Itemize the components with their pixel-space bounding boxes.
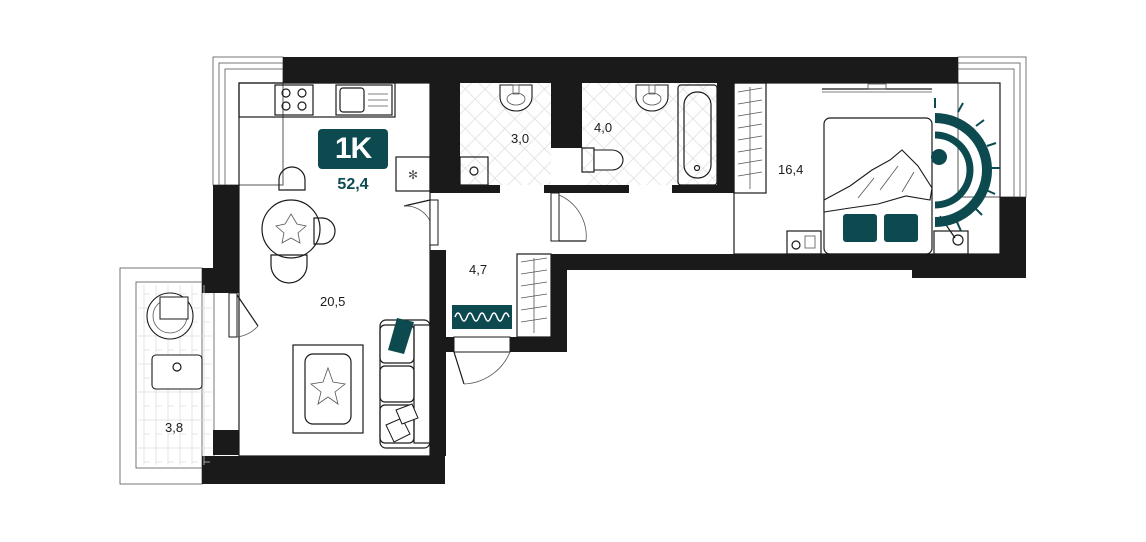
bathroom-2-fixtures — [581, 84, 718, 186]
entrance-door[interactable] — [453, 336, 511, 385]
tv-console — [822, 83, 932, 93]
kitchen-counter — [238, 82, 396, 118]
svg-text:✻: ✻ — [408, 168, 418, 182]
sofa — [379, 318, 431, 449]
balcony-furniture — [146, 292, 203, 390]
area-label-bathroom-1: 3,0 — [511, 131, 529, 146]
balcony-door[interactable] — [228, 292, 259, 338]
total-area: 52,4 — [337, 176, 369, 193]
area-label-living-kitchen: 20,5 — [320, 294, 345, 309]
bedroom-rug — [931, 98, 1000, 232]
area-label-bedroom: 16,4 — [778, 162, 803, 177]
fridge: ✻ — [395, 156, 431, 192]
walls — [202, 57, 1026, 484]
hallway-mat — [452, 305, 512, 329]
area-label-hallway: 4,7 — [469, 262, 487, 277]
wardrobe-hallway — [516, 253, 552, 338]
bathroom-1-fixtures — [459, 84, 533, 186]
wardrobe-bedroom — [733, 82, 767, 194]
living-rug — [292, 344, 364, 434]
bathroom-1-door[interactable] — [550, 192, 587, 242]
area-label-bathroom-2: 4,0 — [594, 120, 612, 135]
living-door[interactable] — [403, 199, 439, 246]
area-label-balcony: 3,8 — [165, 420, 183, 435]
dining-table — [261, 166, 336, 284]
bed — [823, 117, 933, 255]
apartment-type-badge: 1K — [318, 129, 388, 169]
